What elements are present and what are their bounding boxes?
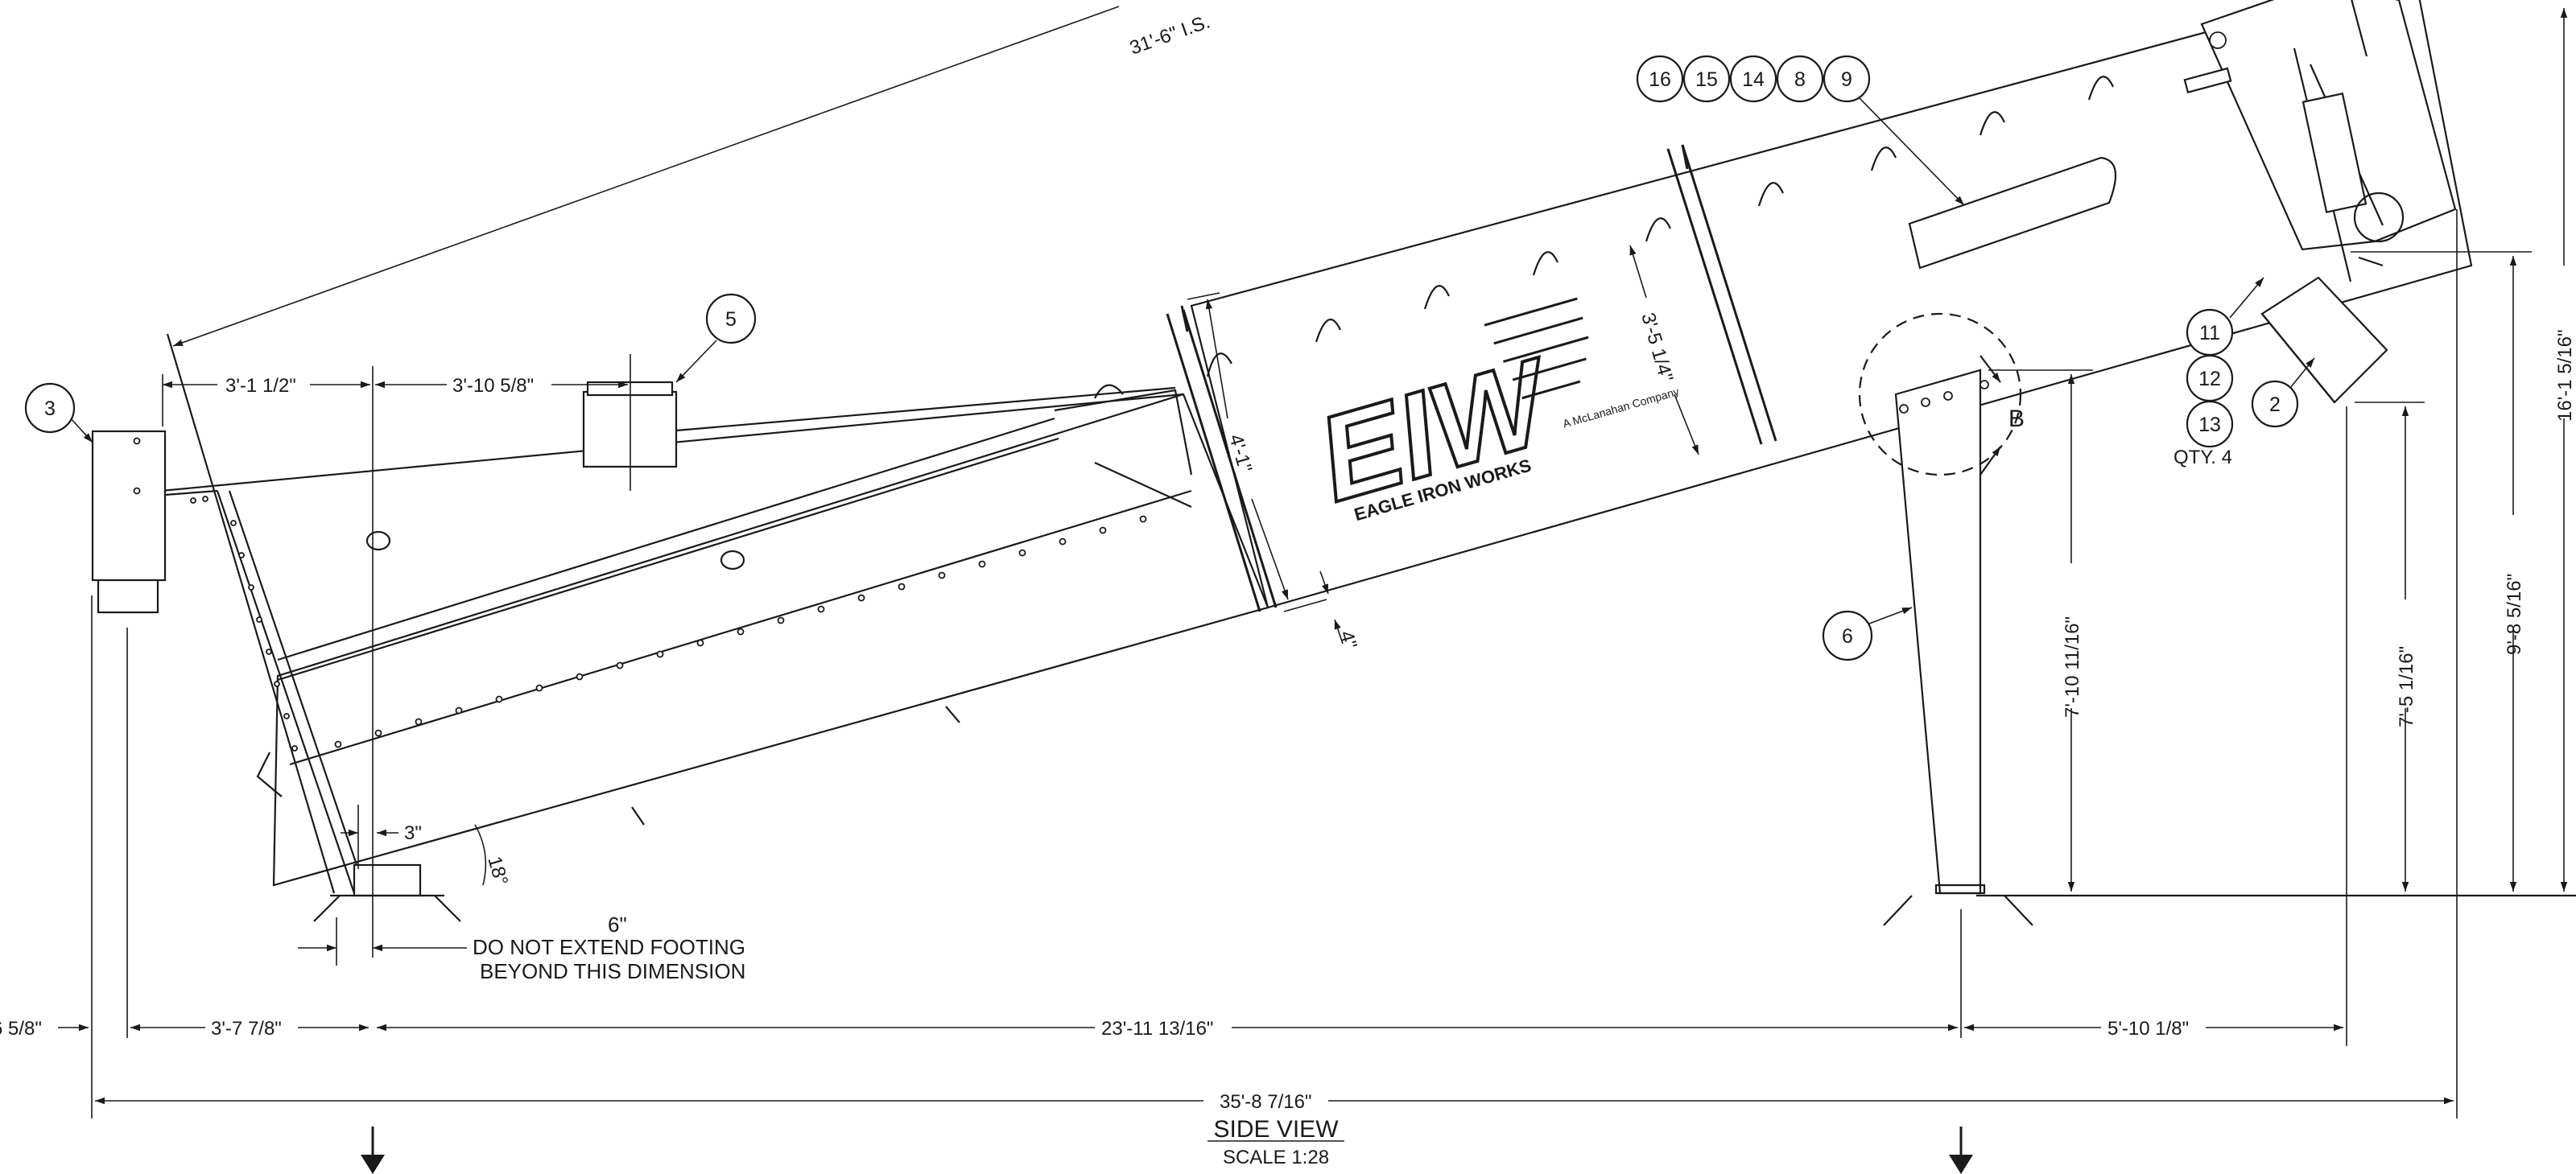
svg-text:3'-1 1/2": 3'-1 1/2" [225, 375, 296, 397]
svg-text:3": 3" [404, 822, 422, 844]
balloon-13: 13 [2186, 400, 2234, 448]
dim-chain-bottom: 6 5/8" 3'-7 7/8" 23'-11 13/16" 5'-10 1/8… [0, 1018, 2454, 1113]
dim-3-1-half: 3'-1 1/2" [162, 374, 370, 426]
svg-text:7'-10 11/16": 7'-10 11/16" [2062, 616, 2083, 718]
view-scale: SCALE 1:28 [1223, 1147, 1329, 1168]
svg-text:3: 3 [44, 398, 56, 420]
balloon-9: 9 [1823, 55, 1871, 103]
support-leg [1858, 312, 2033, 926]
svg-text:12: 12 [2198, 368, 2221, 390]
balloon-5: 5 [705, 293, 757, 344]
svg-text:11: 11 [2199, 322, 2220, 344]
balloon-8: 8 [1776, 55, 1824, 103]
svg-text:23'-11 13/16": 23'-11 13/16" [1101, 1018, 1213, 1040]
svg-text:5'-10 1/8": 5'-10 1/8" [2107, 1018, 2189, 1040]
svg-text:BEYOND THIS DIMENSION: BEYOND THIS DIMENSION [480, 959, 745, 983]
balloon-16: 16 [1636, 55, 1684, 103]
screw-flights [1094, 76, 2114, 399]
tank-end [91, 333, 461, 922]
svg-text:9'-8 5/16": 9'-8 5/16" [2504, 574, 2525, 655]
svg-text:13: 13 [2198, 414, 2221, 436]
svg-text:16'-1 5/16": 16'-1 5/16" [2554, 329, 2576, 422]
detail-b-label: B [2008, 406, 2025, 432]
balloon-14: 14 [1729, 55, 1777, 103]
svg-text:6 5/8": 6 5/8" [0, 1018, 42, 1040]
svg-text:15: 15 [1695, 68, 1718, 91]
nameplate [1908, 156, 2117, 270]
bolt-row [334, 515, 1147, 748]
svg-text:9: 9 [1841, 68, 1852, 91]
discharge-chute [2260, 256, 2388, 404]
qty-label: QTY. 4 [2174, 447, 2232, 468]
svg-text:35'-8 7/16": 35'-8 7/16" [1220, 1091, 1312, 1113]
centerlines [91, 209, 2458, 1118]
svg-text:DO NOT EXTEND FOOTING: DO NOT EXTEND FOOTING [473, 935, 745, 959]
svg-text:18°: 18° [483, 854, 512, 888]
item-balloons: 16 15 14 8 9 5 3 11 12 13 QTY. 4 2 6 [24, 55, 2315, 661]
svg-text:3'-7 7/8": 3'-7 7/8" [211, 1018, 282, 1040]
balloon-6: 6 [1822, 610, 1873, 661]
dim-vertical-right: 7'-10 11/16" 7'-5 1/16" 9'-8 5/16" 16'-1… [1988, 7, 2576, 892]
trough-flanges [1166, 144, 1777, 612]
svg-text:7'-5 1/16": 7'-5 1/16" [2396, 646, 2417, 727]
dim-3-10-5-8: 3'-10 5/8" [375, 375, 628, 397]
view-title: SIDE VIEW [1213, 1116, 1339, 1143]
svg-text:8: 8 [1794, 68, 1806, 91]
svg-text:31'-6" I.S.: 31'-6" I.S. [1127, 11, 1213, 60]
svg-text:6": 6" [608, 912, 627, 937]
footing-note: 6" DO NOT EXTEND FOOTING BEYOND THIS DIM… [298, 912, 745, 983]
dim-3in: 3" [341, 805, 422, 869]
svg-text:14: 14 [1742, 68, 1765, 91]
svg-text:6: 6 [1842, 625, 1853, 648]
svg-text:3'-10 5/8": 3'-10 5/8" [452, 375, 534, 397]
balloon-11: 11 [2186, 308, 2234, 356]
feed-inlet [582, 354, 678, 491]
dim-angle: 18° [474, 824, 512, 888]
svg-text:16: 16 [1649, 68, 1671, 91]
drive-head [2183, 0, 2457, 282]
balloon-15: 15 [1682, 55, 1731, 103]
balloon-12: 12 [2186, 354, 2234, 402]
balloon-2: 2 [2251, 380, 2299, 428]
view-title-block: SIDE VIEW SCALE 1:28 [1208, 1116, 1344, 1168]
svg-text:2: 2 [2269, 393, 2281, 416]
section-arrows [361, 1127, 1973, 1174]
balloon-3: 3 [24, 382, 76, 434]
screw-trough [160, 0, 2473, 887]
svg-text:5: 5 [725, 308, 737, 331]
